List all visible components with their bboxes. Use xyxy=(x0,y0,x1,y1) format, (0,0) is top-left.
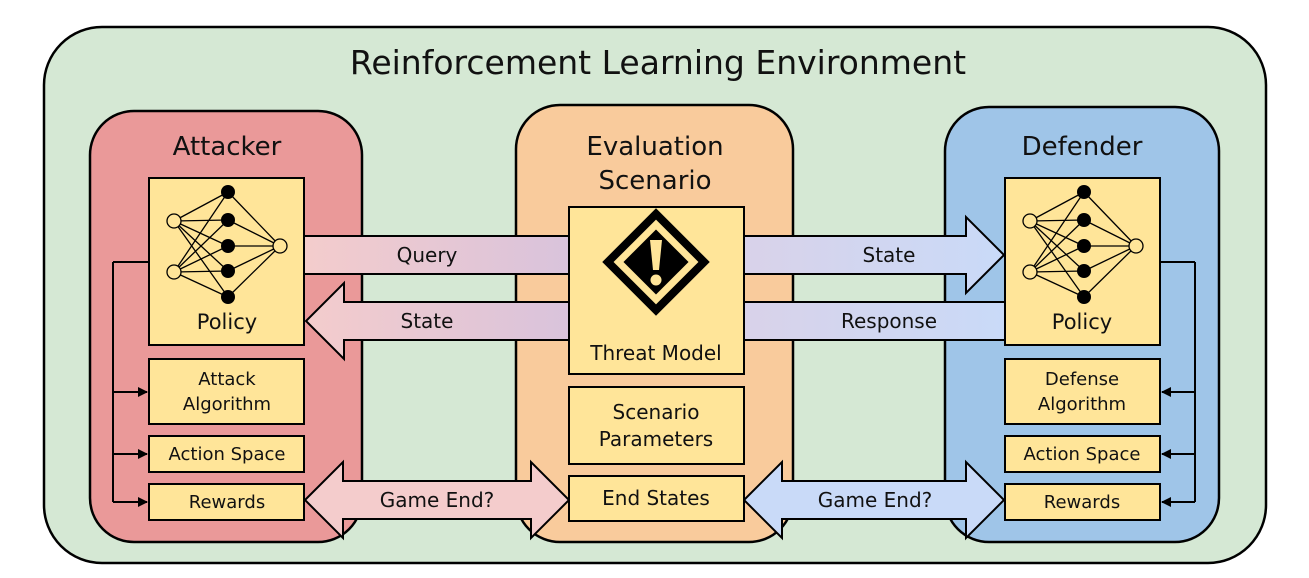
warning-icon xyxy=(602,208,710,316)
attacker-action-space-box xyxy=(148,435,305,473)
threat-model-label: Threat Model xyxy=(589,341,721,365)
attack-algorithm-label-2: Algorithm xyxy=(183,394,271,415)
defender-connectors xyxy=(1160,261,1196,507)
attacker-rewards-label: Rewards xyxy=(189,492,265,513)
state-left-arrow xyxy=(304,280,571,362)
environment-title: Reinforcement Learning Environment xyxy=(350,43,966,82)
attacker-policy-label: Policy xyxy=(197,310,257,334)
attacker-neural-net-icon xyxy=(166,185,288,304)
attack-algorithm-label-1: Attack xyxy=(198,369,256,390)
state-right-label: State xyxy=(863,243,916,267)
defense-algorithm-label-2: Algorithm xyxy=(1038,394,1126,415)
end-states-box xyxy=(568,475,745,522)
game-end-right-label: Game End? xyxy=(818,488,933,512)
response-label: Response xyxy=(841,309,937,333)
game-end-left-label: Game End? xyxy=(380,488,495,512)
attacker-policy-box xyxy=(148,177,305,346)
evaluation-title-line1: Evaluation xyxy=(586,132,723,162)
query-label: Query xyxy=(397,243,458,267)
attacker-connectors xyxy=(112,261,149,507)
scenario-parameters-label-2: Parameters xyxy=(599,427,713,451)
scenario-parameters-label-1: Scenario xyxy=(613,400,700,424)
defender-rewards-box xyxy=(1004,483,1161,521)
defender-action-space-box xyxy=(1004,435,1161,473)
defense-algorithm-label-1: Defense xyxy=(1045,369,1119,390)
state-right-arrow xyxy=(742,214,1006,296)
defender-policy-label: Policy xyxy=(1052,310,1112,334)
attack-algorithm-box xyxy=(148,358,305,425)
end-states-label: End States xyxy=(602,486,710,510)
evaluation-title-line2: Scenario xyxy=(598,166,711,196)
attacker-action-space-label: Action Space xyxy=(169,444,286,465)
defender-rewards-label: Rewards xyxy=(1044,492,1120,513)
defender-title: Defender xyxy=(1022,132,1143,162)
attacker-title: Attacker xyxy=(173,132,282,162)
defense-algorithm-box xyxy=(1004,358,1161,425)
state-left-label: State xyxy=(401,309,454,333)
defender-neural-net-icon xyxy=(1022,185,1144,304)
defender-action-space-label: Action Space xyxy=(1024,444,1141,465)
scenario-parameters-box xyxy=(568,386,745,465)
attacker-rewards-box xyxy=(148,483,305,521)
